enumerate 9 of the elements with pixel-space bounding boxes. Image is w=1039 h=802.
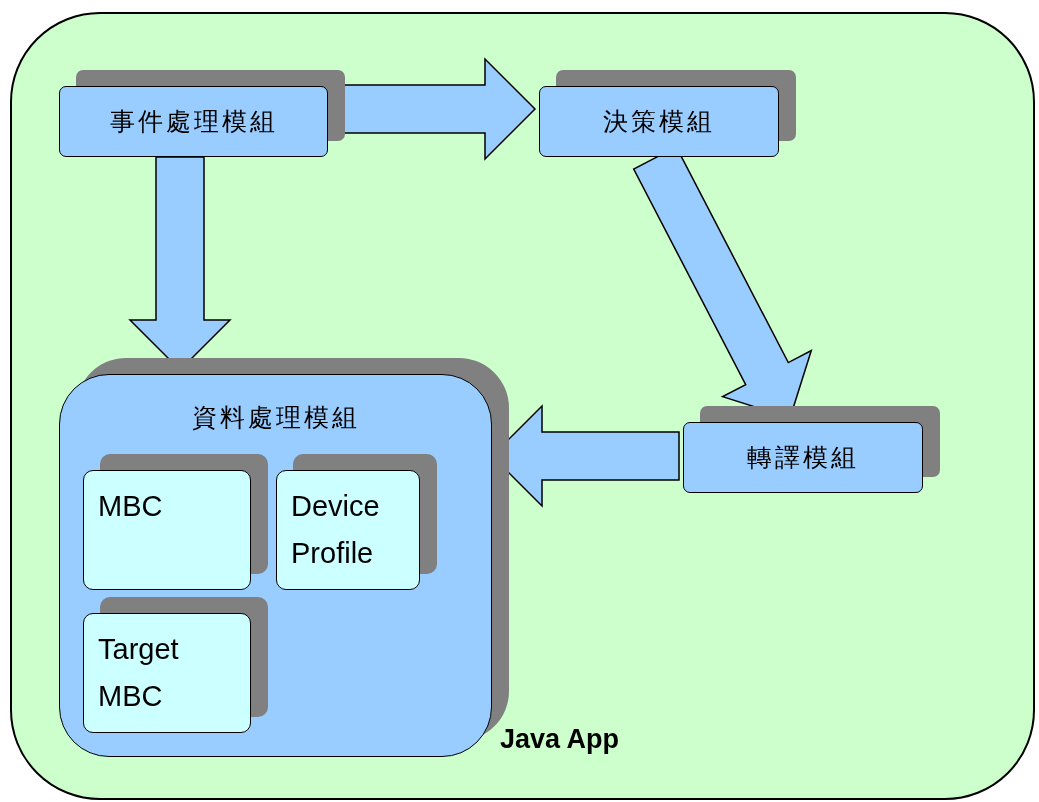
box-label: 轉譯模組 (747, 442, 859, 474)
box-label: 決策模組 (603, 106, 715, 138)
container-label: Java App (500, 724, 620, 755)
box-label: Device Profile (291, 489, 381, 571)
box-label: 事件處理模組 (109, 106, 278, 138)
container-box (10, 12, 1035, 800)
box-label: MBC (98, 489, 164, 524)
box-title: 資料處理模組 (190, 402, 361, 434)
box-label: Target MBC (98, 632, 180, 714)
